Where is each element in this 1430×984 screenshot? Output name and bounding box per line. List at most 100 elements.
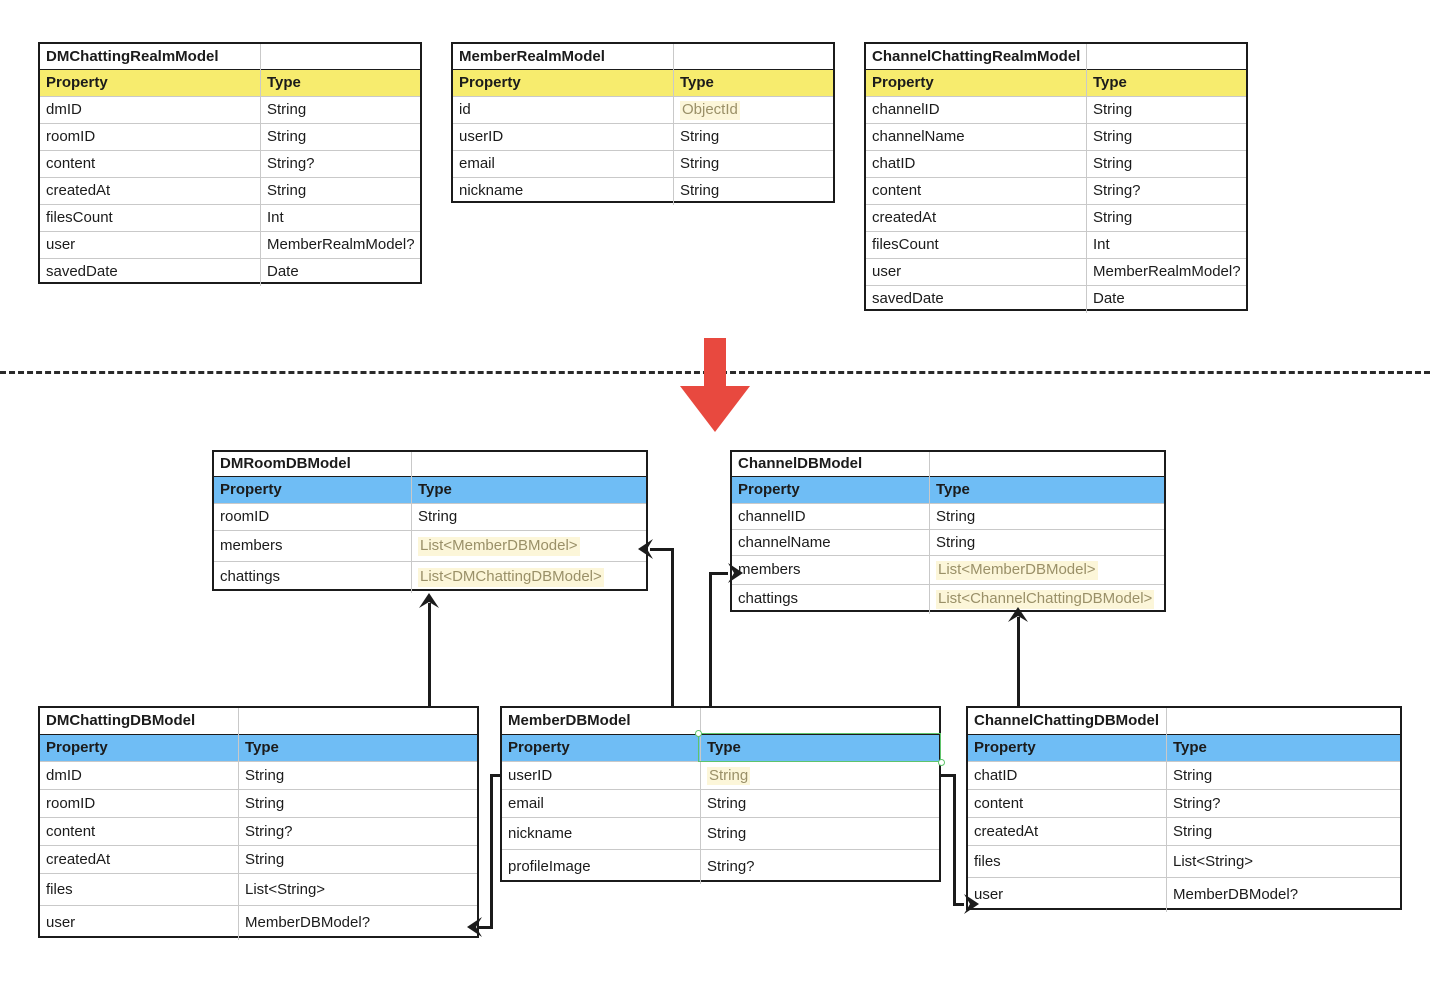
column-header-property: Property [866, 70, 1087, 97]
cell-type: String [245, 794, 285, 812]
table-row[interactable]: id ObjectId [453, 97, 833, 124]
cell-property: filesCount [866, 232, 1087, 259]
table-title-row: ChannelChattingRealmModel [866, 44, 1246, 70]
cell-property: createdAt [40, 846, 239, 874]
cell-property: chatID [968, 762, 1167, 790]
cell-type: Int [1093, 236, 1110, 254]
table-name: ChannelDBModel [732, 452, 930, 477]
table-title-empty-cell [930, 452, 1164, 477]
cell-type: MemberRealmModel? [1093, 263, 1241, 281]
cell-property: user [40, 906, 239, 940]
cell-property: userID [502, 762, 701, 790]
cell-type: String [418, 508, 458, 526]
table-title-empty-cell [1087, 44, 1246, 70]
cell-property: email [502, 790, 701, 818]
column-header-type: Type [936, 481, 970, 499]
cell-type: MemberRealmModel? [267, 236, 415, 254]
cell-type: String [1093, 101, 1133, 119]
connector-dmchatting-to-dmroom [428, 603, 431, 706]
table-row[interactable]: filesCount Int [866, 232, 1246, 259]
table-row[interactable]: createdAt String [40, 846, 477, 874]
table-title-row: DMChattingDBModel [40, 708, 477, 735]
cell-property: id [453, 97, 674, 124]
table-row[interactable]: createdAt String [866, 205, 1246, 232]
cell-property: channelID [866, 97, 1087, 124]
cell-type: String [1093, 155, 1133, 173]
column-header-property: Property [502, 735, 701, 762]
cell-type: Int [267, 209, 284, 227]
cell-type: String [245, 850, 285, 868]
cell-type: ObjectId [680, 101, 740, 120]
cell-property: members [214, 531, 412, 562]
column-header-property: Property [453, 70, 674, 97]
column-header-type: Type [680, 74, 714, 92]
table-title-row: MemberRealmModel [453, 44, 833, 70]
cell-property: roomID [214, 504, 412, 531]
table-title-empty-cell [674, 44, 833, 70]
cell-property: createdAt [866, 205, 1087, 232]
column-header-type: Type [418, 481, 452, 499]
table-title-row: ChannelChattingDBModel [968, 708, 1400, 735]
cell-type: String [1093, 209, 1133, 227]
cell-property: userID [453, 124, 674, 151]
table-name: DMChattingRealmModel [40, 44, 261, 70]
column-header-type: Type [707, 739, 741, 757]
selection-handle-bottom-right[interactable] [937, 758, 945, 766]
table-row[interactable]: roomID String [214, 504, 646, 531]
column-header-property: Property [40, 735, 239, 762]
cell-property: createdAt [968, 818, 1167, 846]
table-row[interactable]: channelID String [866, 97, 1246, 124]
connector-channelchatting-to-channel [1017, 617, 1020, 706]
selection-handle-top-left[interactable] [694, 729, 702, 737]
cell-property: nickname [453, 178, 674, 205]
arrowhead-dmroom-members [638, 539, 653, 559]
column-header-property: Property [968, 735, 1167, 762]
cell-type: String [267, 101, 307, 119]
